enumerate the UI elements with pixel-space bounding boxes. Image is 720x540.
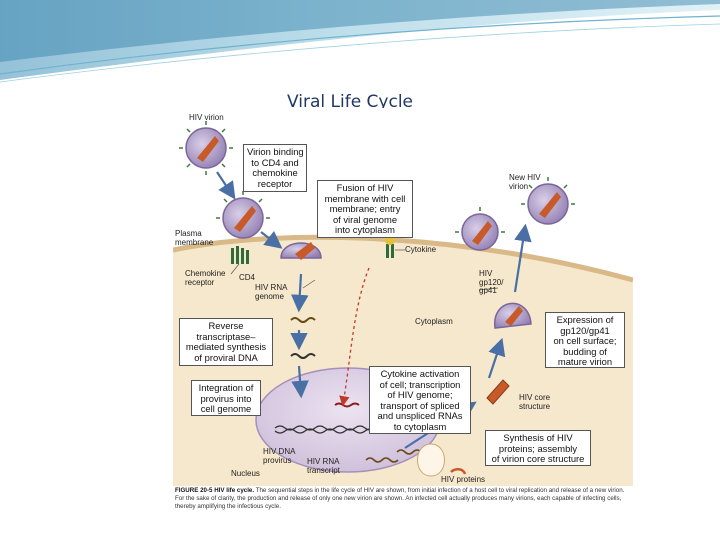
label-chemokine-receptor: Chemokine receptor bbox=[185, 269, 226, 287]
label-hiv-core-structure: HIV core structure bbox=[519, 393, 551, 411]
label-hiv-proteins: HIV proteins bbox=[441, 475, 486, 484]
label-plasma-membrane: Plasma membrane bbox=[175, 229, 214, 247]
hiv-virion-icon bbox=[179, 121, 233, 175]
receptor-icon bbox=[231, 246, 249, 264]
step-box-reverse-transcription: Reverse transcriptase– mediated synthesi… bbox=[179, 318, 273, 366]
step-box-expression: Expression of gp120/gp41 on cell surface… bbox=[545, 312, 625, 368]
label-hiv-dna-provirus: HIV DNA provirus bbox=[263, 447, 296, 465]
hiv-core-icon bbox=[486, 379, 510, 405]
label-hiv-rna-genome: HIV RNA genome bbox=[255, 283, 288, 301]
header-swoosh-decoration bbox=[0, 0, 720, 83]
label-hiv-rna-transcript: HIV RNA transcript bbox=[307, 457, 340, 475]
label-cytoplasm: Cytoplasm bbox=[415, 317, 453, 326]
protein-vesicle bbox=[417, 443, 445, 477]
label-cytokine: Cytokine bbox=[405, 245, 437, 254]
budding-virion bbox=[494, 302, 532, 329]
step-box-integration: Integration of provirus into cell genome bbox=[191, 380, 261, 416]
fusing-virion bbox=[280, 242, 322, 260]
label-new-hiv-virion: New HIV virion bbox=[509, 173, 541, 191]
hiv-virion-icon bbox=[216, 191, 270, 239]
figure-caption: FIGURE 20-5 HIV life cycle. The sequenti… bbox=[175, 487, 631, 512]
step-box-cytokine-activation: Cytokine activation of cell; transcripti… bbox=[369, 366, 471, 434]
label-nucleus: Nucleus bbox=[231, 469, 260, 478]
label-cd4: CD4 bbox=[239, 273, 256, 282]
caption-figure-label: FIGURE 20-5 HIV life cycle. bbox=[175, 487, 255, 494]
hiv-life-cycle-figure: HIV virion New HIV virion Plasma membran… bbox=[173, 108, 633, 522]
label-gp120-gp41: HIV gp120/ gp41 bbox=[479, 269, 504, 296]
caption-text: The sequential steps in the life cycle o… bbox=[175, 487, 625, 511]
step-box-synthesis: Synthesis of HIV proteins; assembly of v… bbox=[485, 430, 591, 466]
slide-title: Viral Life Cycle bbox=[287, 92, 414, 112]
step-box-fusion: Fusion of HIV membrane with cell membran… bbox=[317, 180, 413, 238]
hiv-virion-icon bbox=[521, 177, 575, 225]
hiv-virion-icon bbox=[455, 207, 505, 251]
label-hiv-virion: HIV virion bbox=[189, 113, 224, 122]
step-box-binding: Virion binding to CD4 and chemokine rece… bbox=[243, 144, 307, 192]
